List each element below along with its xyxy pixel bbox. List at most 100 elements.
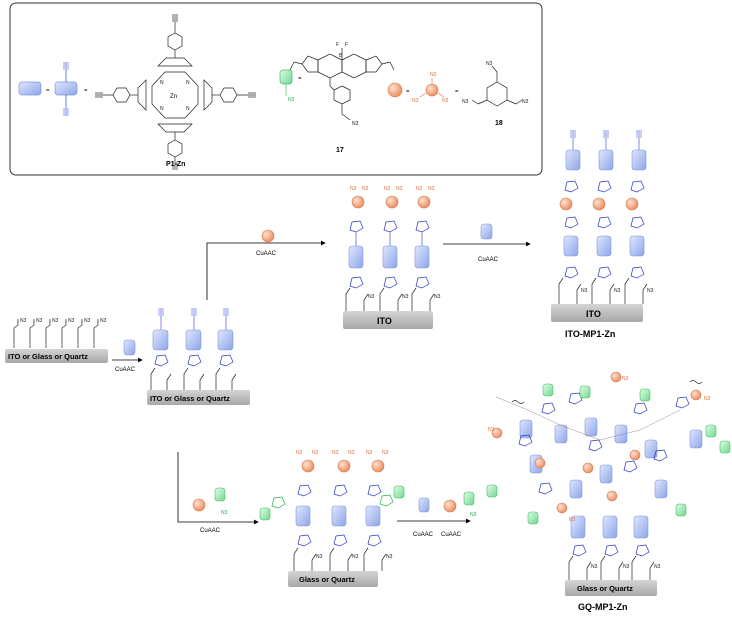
step-arrow-ito: CuAAC (443, 223, 531, 263)
equals-sign-2: = (84, 88, 88, 94)
porphyrin-block (631, 149, 647, 171)
bodipy-compound-label: 17 (336, 147, 344, 154)
anchor-chain (576, 283, 582, 304)
ito-product-name: ITO-MP1-Zn (565, 329, 615, 339)
bodipy-block (542, 383, 554, 397)
porphyrin-block (152, 329, 169, 351)
azide-monolayer (13, 319, 99, 348)
azide-label: N3 (402, 294, 409, 300)
azide-label: N3 (704, 396, 711, 402)
bodipy-block-azide: N3 (288, 97, 295, 103)
triazole-ring (572, 544, 587, 557)
azide-label: N3 (623, 564, 630, 570)
anchor-chain (329, 547, 335, 571)
bodipy-block (675, 503, 687, 517)
anchor-chain (231, 373, 237, 390)
triazole-ring (538, 482, 553, 495)
equals-sign-1: = (46, 88, 50, 94)
porphyrin-block (584, 417, 598, 437)
azide-label: N3 (386, 554, 393, 560)
branch-links (495, 396, 681, 441)
anchor-chain (624, 277, 630, 304)
triazole-ring (383, 220, 398, 233)
azide-label: N3 (591, 564, 598, 570)
triazole-ring (597, 216, 612, 229)
bodipy-fluorine-2: F (345, 42, 348, 48)
azide-sphere (625, 197, 639, 211)
porphyrin-block (565, 149, 581, 171)
azide-label: N3 (428, 186, 435, 192)
triazole-ring (564, 266, 579, 279)
triazide-azide-2: N3 (462, 99, 469, 105)
bodipy-block (486, 484, 498, 498)
azide-label: N3 (348, 450, 355, 456)
porphyrin-block (185, 329, 202, 351)
triazole-ring (415, 220, 430, 233)
azide-sphere (534, 457, 546, 469)
anchor-chain (345, 287, 351, 311)
branch-glass-bodipy-azide: N3 (221, 510, 228, 516)
porphyrin-block (365, 505, 381, 527)
triazole-ring (675, 396, 690, 409)
triazole-ring (630, 216, 645, 229)
triazole-ring (333, 484, 348, 497)
azide-label: N3 (581, 288, 588, 294)
azide-sphere (582, 462, 594, 474)
anchor-chain (618, 561, 624, 580)
porphyrin-block (414, 245, 430, 269)
svg-text:N: N (186, 106, 190, 112)
step-arrow-glass: N3 CuAAC CuAAC (397, 491, 477, 538)
triazole-ring (597, 266, 612, 279)
porphyrin-block (569, 479, 583, 499)
azide-label: N3 (622, 376, 629, 382)
anchor-chain (586, 561, 592, 580)
equals-sign-4: = (406, 89, 410, 95)
start-azide-1: N3 (20, 318, 27, 324)
anchor-chain (150, 367, 156, 390)
anchor-chain (642, 283, 648, 304)
anchor-chain (600, 555, 606, 580)
bodipy-fluorine-1: F (336, 42, 339, 48)
azide-label: N3 (569, 517, 576, 523)
porphyrin-block (348, 245, 364, 269)
azide-label: N3 (647, 288, 654, 294)
bodipy-block (639, 388, 651, 402)
glass-product-name: GQ-MP1-Zn (578, 602, 628, 612)
triazole-ring (187, 354, 202, 367)
triazole-ring (349, 220, 364, 233)
azide-label: N3 (296, 450, 303, 456)
triazole-ring (564, 180, 579, 193)
porphyrin-block (614, 424, 628, 444)
azide-label: N3 (382, 450, 389, 456)
porphyrin-structure: N N N N (95, 14, 256, 170)
wavy-bond (511, 400, 525, 404)
anchor-chain (311, 553, 317, 571)
start-azide-5: N3 (84, 318, 91, 324)
azide-label: N3 (332, 450, 339, 456)
azide-sphere (371, 459, 385, 473)
porphyrin-block (633, 515, 649, 539)
azide-label: N3 (312, 450, 319, 456)
azide-sphere (385, 195, 399, 209)
porphyrin-block (217, 329, 234, 351)
azide-label: N3 (654, 564, 661, 570)
step1-reagent: CuAAC (115, 367, 136, 373)
triazole-ring (219, 354, 234, 367)
bodipy-block (705, 424, 717, 438)
step-glass-bodipy-azide: N3 (470, 512, 477, 518)
anchor-chain (183, 367, 189, 390)
svg-text:N: N (186, 80, 190, 86)
start-azide-3: N3 (52, 318, 59, 324)
triazole-ring (379, 494, 394, 507)
porphyrin-zinc-label: Zn (170, 94, 177, 100)
step1-arrow: CuAAC (112, 339, 143, 373)
bodipy-block (527, 511, 539, 525)
sphere-azide-top: N3 (430, 72, 437, 78)
bodipy-block (579, 385, 591, 399)
porphyrin-block (599, 464, 613, 484)
azide-label: N3 (362, 186, 369, 192)
triazole-ring (415, 276, 430, 289)
porphyrin-block (602, 515, 618, 539)
